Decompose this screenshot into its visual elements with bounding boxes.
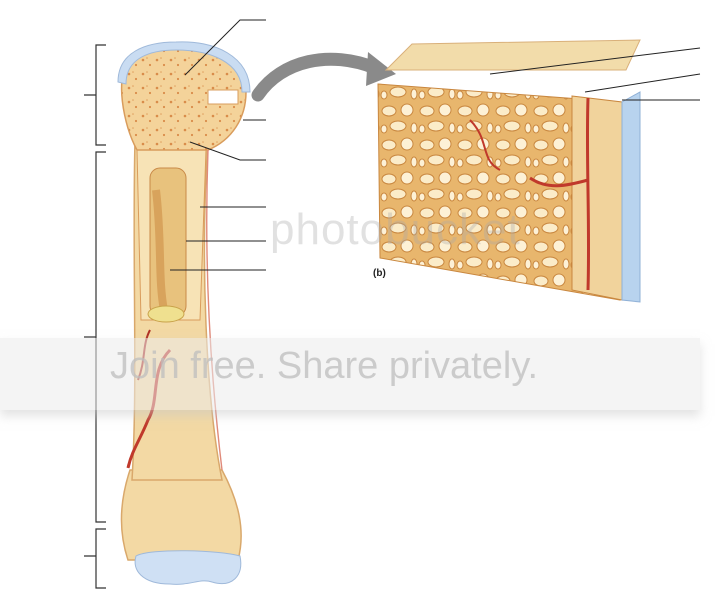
watermark-logo: photobucket [270,205,521,254]
periosteum-outline [206,149,223,471]
distal-epiphysis [120,469,242,561]
detail-vessel-lower [469,119,501,171]
detail-compact-bone [571,95,623,301]
leader-line-8 [584,73,701,93]
panel-label-b: (b) [373,268,386,279]
bracket-diaphysis [84,151,106,523]
detail-vessel-branch [529,176,589,188]
leader-line-3 [189,141,266,161]
bracket-proximal-epiphysis [84,44,106,146]
distal-articular-cartilage [134,550,242,585]
bracket-distal-epiphysis [84,528,106,589]
watermark-band [0,338,700,410]
spongy-bone-detail [377,39,641,303]
leader-line-1 [184,19,266,76]
zoom-arrow [251,52,396,102]
shaft-cross-section [147,305,185,323]
detail-periosteum [621,91,641,303]
notch-cut [207,89,239,105]
long-bone [117,41,251,585]
leader-lines [170,19,701,271]
proximal-articular-cartilage [117,41,251,93]
detail-top-face [384,39,641,71]
yellow-marrow [152,189,168,311]
detail-vessel-vertical [585,97,591,291]
leader-line-7 [489,47,701,75]
watermark-tagline: Join free. Share privately. [110,345,539,387]
region-brackets [84,44,106,589]
